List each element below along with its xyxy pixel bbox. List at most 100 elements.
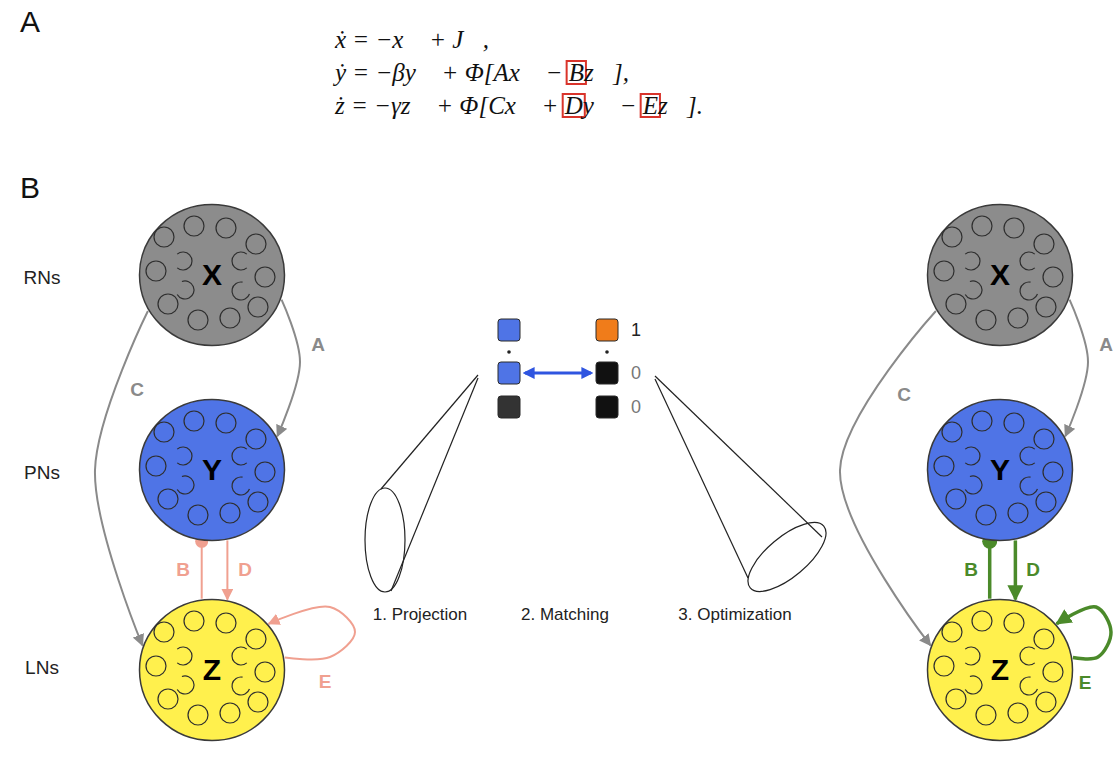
neuron-symbol [976, 310, 996, 330]
population-circle: Y [138, 398, 286, 542]
population-fill [140, 400, 285, 541]
neuron-symbol [1008, 703, 1028, 723]
equation: ẋ = −x⃗ + J⃗, [335, 24, 489, 56]
neuron-symbol [1034, 429, 1054, 449]
neuron-symbol [965, 647, 980, 665]
vector-value: 0 [631, 397, 641, 417]
dot [507, 350, 511, 354]
vector-squares [498, 319, 618, 418]
neuron-symbol [934, 656, 954, 676]
neuron-symbol [1043, 662, 1063, 682]
connection-label: E [1079, 672, 1092, 694]
neuron-symbol [1043, 267, 1063, 287]
neuron-symbol [946, 489, 966, 509]
neuron-symbol [972, 216, 992, 236]
connection-arrow [1014, 540, 1018, 599]
population-label: Z [991, 653, 1009, 687]
neuron-symbol [146, 456, 166, 476]
cone-opening [737, 511, 836, 603]
cone-line [655, 379, 748, 578]
step-label: 1. Projection [373, 605, 468, 625]
neuron-symbol [146, 261, 166, 281]
neuron-symbol [1036, 492, 1056, 512]
connection-label: B [964, 559, 978, 581]
neuron-symbol [1043, 462, 1063, 482]
neuron-symbol [1020, 677, 1037, 695]
connection-label: D [238, 559, 252, 581]
neuron-symbol [220, 503, 240, 523]
neuron-symbol [154, 622, 174, 642]
cone-opening [365, 488, 405, 592]
neuron-symbol [216, 218, 236, 238]
neuron-symbol [154, 422, 174, 442]
neuron-symbol [934, 456, 954, 476]
population-circle: X [138, 203, 286, 347]
cone-line [655, 376, 822, 537]
neuron-symbol [158, 294, 178, 314]
neuron-symbol [965, 281, 982, 299]
vector-value: 0 [631, 363, 641, 383]
population-fill [140, 600, 285, 741]
population-label: X [990, 258, 1010, 292]
neuron-symbol [965, 476, 982, 494]
neuron-symbol [942, 622, 962, 642]
neuron-symbol [188, 705, 208, 725]
neuron-symbol [965, 676, 982, 694]
neuron-symbol [1004, 413, 1024, 433]
step-label: 3. Optimization [678, 605, 791, 625]
neuron-symbol [965, 447, 980, 465]
cone-line [381, 375, 478, 489]
neuron-symbol [1004, 218, 1024, 238]
population-circle: X [926, 203, 1074, 347]
connection-label: A [311, 334, 325, 356]
matching-arrow [525, 372, 591, 375]
connection-label: C [897, 384, 911, 406]
neuron-symbol [246, 429, 266, 449]
neuron-symbol [154, 227, 174, 247]
population-label: Z [203, 653, 221, 687]
connection-label: D [1026, 559, 1040, 581]
neuron-symbol [184, 611, 204, 631]
neuron-symbol [220, 308, 240, 328]
neuron-symbol [246, 234, 266, 254]
population-fill [928, 205, 1073, 346]
neuron-symbol [1008, 308, 1028, 328]
neuron-symbol [216, 613, 236, 633]
neuron-symbol [972, 411, 992, 431]
neuron-symbol [1020, 252, 1035, 270]
neuron-symbol [248, 692, 268, 712]
neuron-symbol [1008, 503, 1028, 523]
neuron-symbol [1020, 282, 1037, 300]
population-circle: Z [926, 598, 1074, 742]
connection-arrow [1065, 300, 1088, 437]
neuron-symbol [1020, 447, 1035, 465]
population-fill [928, 600, 1073, 741]
population-label: Y [202, 453, 222, 487]
connection-label: B [176, 559, 190, 581]
dot [605, 350, 609, 354]
vector-element [498, 396, 520, 418]
neuron-symbol [946, 294, 966, 314]
panel-letter: A [20, 5, 40, 39]
connection-arrow [201, 541, 203, 598]
neuron-symbol [255, 267, 275, 287]
neuron-symbol [248, 492, 268, 512]
neuron-symbol [177, 676, 194, 694]
neuron-symbol [1034, 234, 1054, 254]
neuron-symbol [1020, 477, 1037, 495]
neuron-symbol [216, 413, 236, 433]
neuron-symbol [255, 462, 275, 482]
connection-label: E [319, 671, 332, 693]
vector-element [596, 396, 618, 418]
neuron-symbol [158, 689, 178, 709]
neuron-symbol [976, 505, 996, 525]
neuron-symbol [255, 662, 275, 682]
neuron-symbol [965, 252, 980, 270]
row-label: LNs [25, 657, 59, 679]
vector-element [498, 319, 520, 341]
neuron-symbol [1020, 647, 1035, 665]
neuron-symbol [248, 297, 268, 317]
neuron-symbol [177, 281, 194, 299]
connectors [95, 300, 1111, 660]
